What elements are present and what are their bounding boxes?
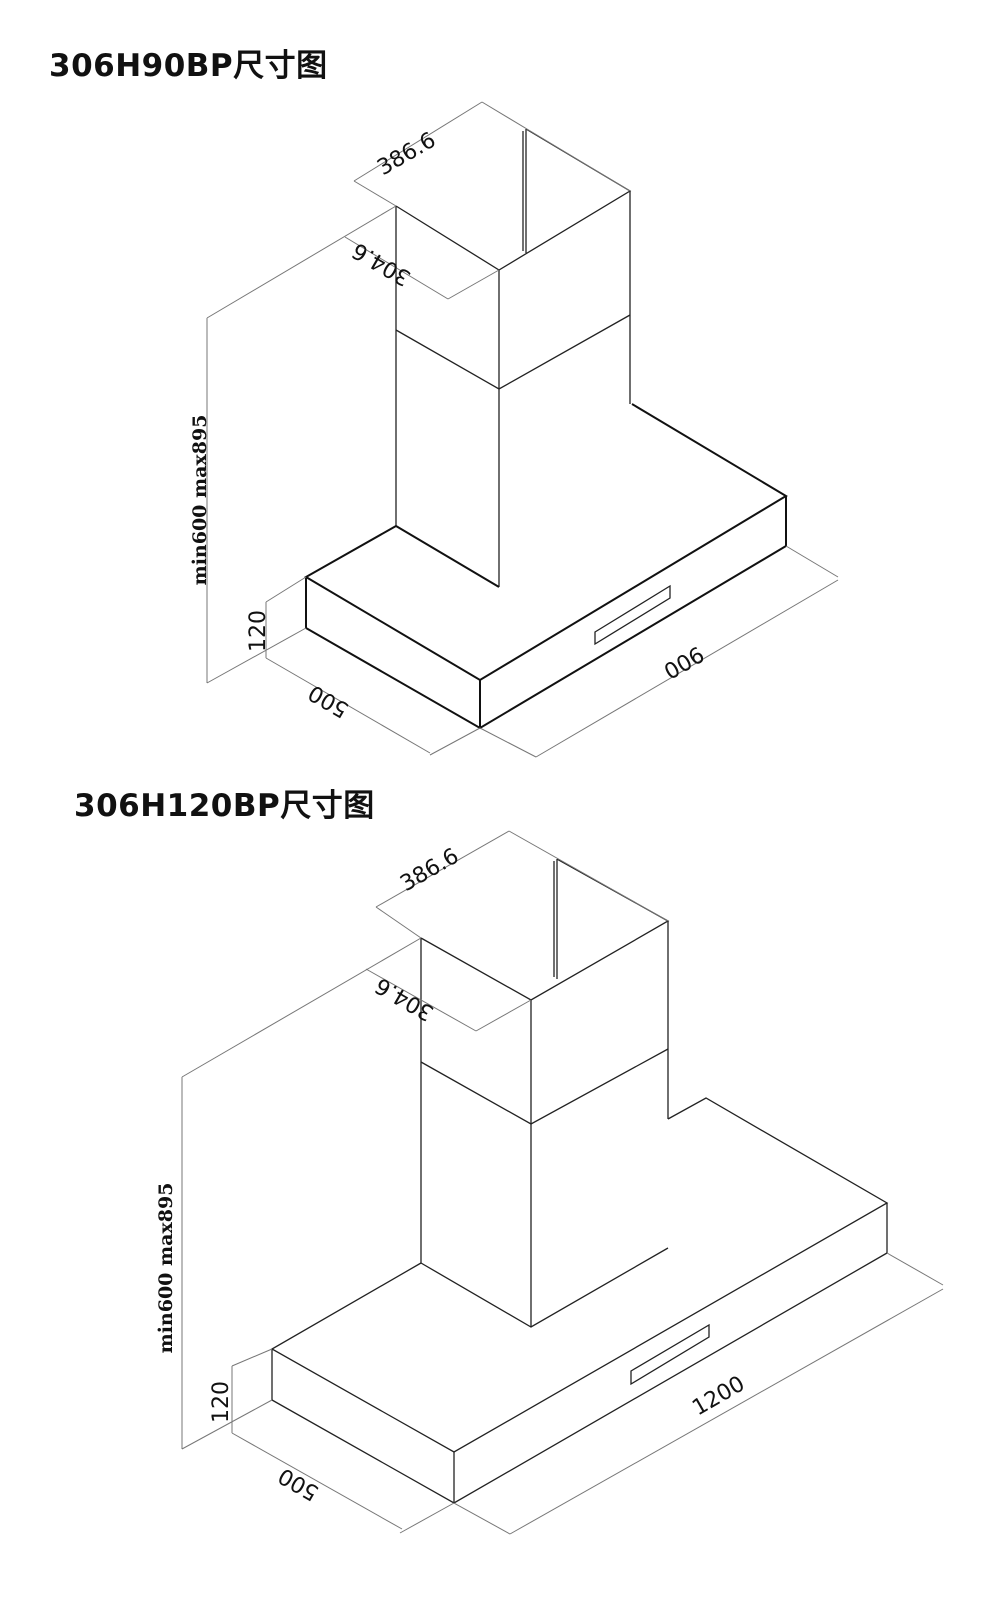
dim-hood-depth: 500: [304, 679, 353, 722]
hood-body: [304, 403, 788, 730]
dim-chimney-depth: 304.6: [348, 237, 415, 290]
dim-hood-height: 120: [246, 610, 271, 652]
chimney: [395, 128, 632, 587]
dim-hood-width: 1200: [688, 1372, 749, 1422]
diagram-title-306h90bp: 306H90BP尺寸图: [49, 48, 328, 84]
dim-hood-width: 900: [659, 640, 708, 683]
control-panel: [630, 1323, 710, 1386]
dim-chimney-depth: 304.6: [371, 972, 438, 1025]
control-panel: [594, 584, 671, 646]
hood-body: [270, 1097, 889, 1504]
range-hood-drawing-900: 386.6 304.6 min600 max895 120 500 900: [189, 101, 839, 758]
dim-hood-depth: 500: [274, 1462, 323, 1505]
dim-hood-height: 120: [209, 1381, 234, 1423]
diagram-title-306h120bp: 306H120BP尺寸图: [74, 788, 375, 824]
range-hood-drawing-1200: 386.6 304.6 min600 max895 120 500 1200: [155, 830, 944, 1535]
dim-chimney-width: 386.6: [373, 128, 440, 181]
dim-height-range: min600 max895: [155, 1183, 177, 1354]
dimension-lines: [206, 101, 839, 758]
dim-chimney-width: 386.6: [396, 844, 463, 897]
chimney: [420, 858, 670, 1327]
dim-height-range: min600 max895: [189, 415, 211, 586]
dimension-lines: [181, 830, 944, 1535]
